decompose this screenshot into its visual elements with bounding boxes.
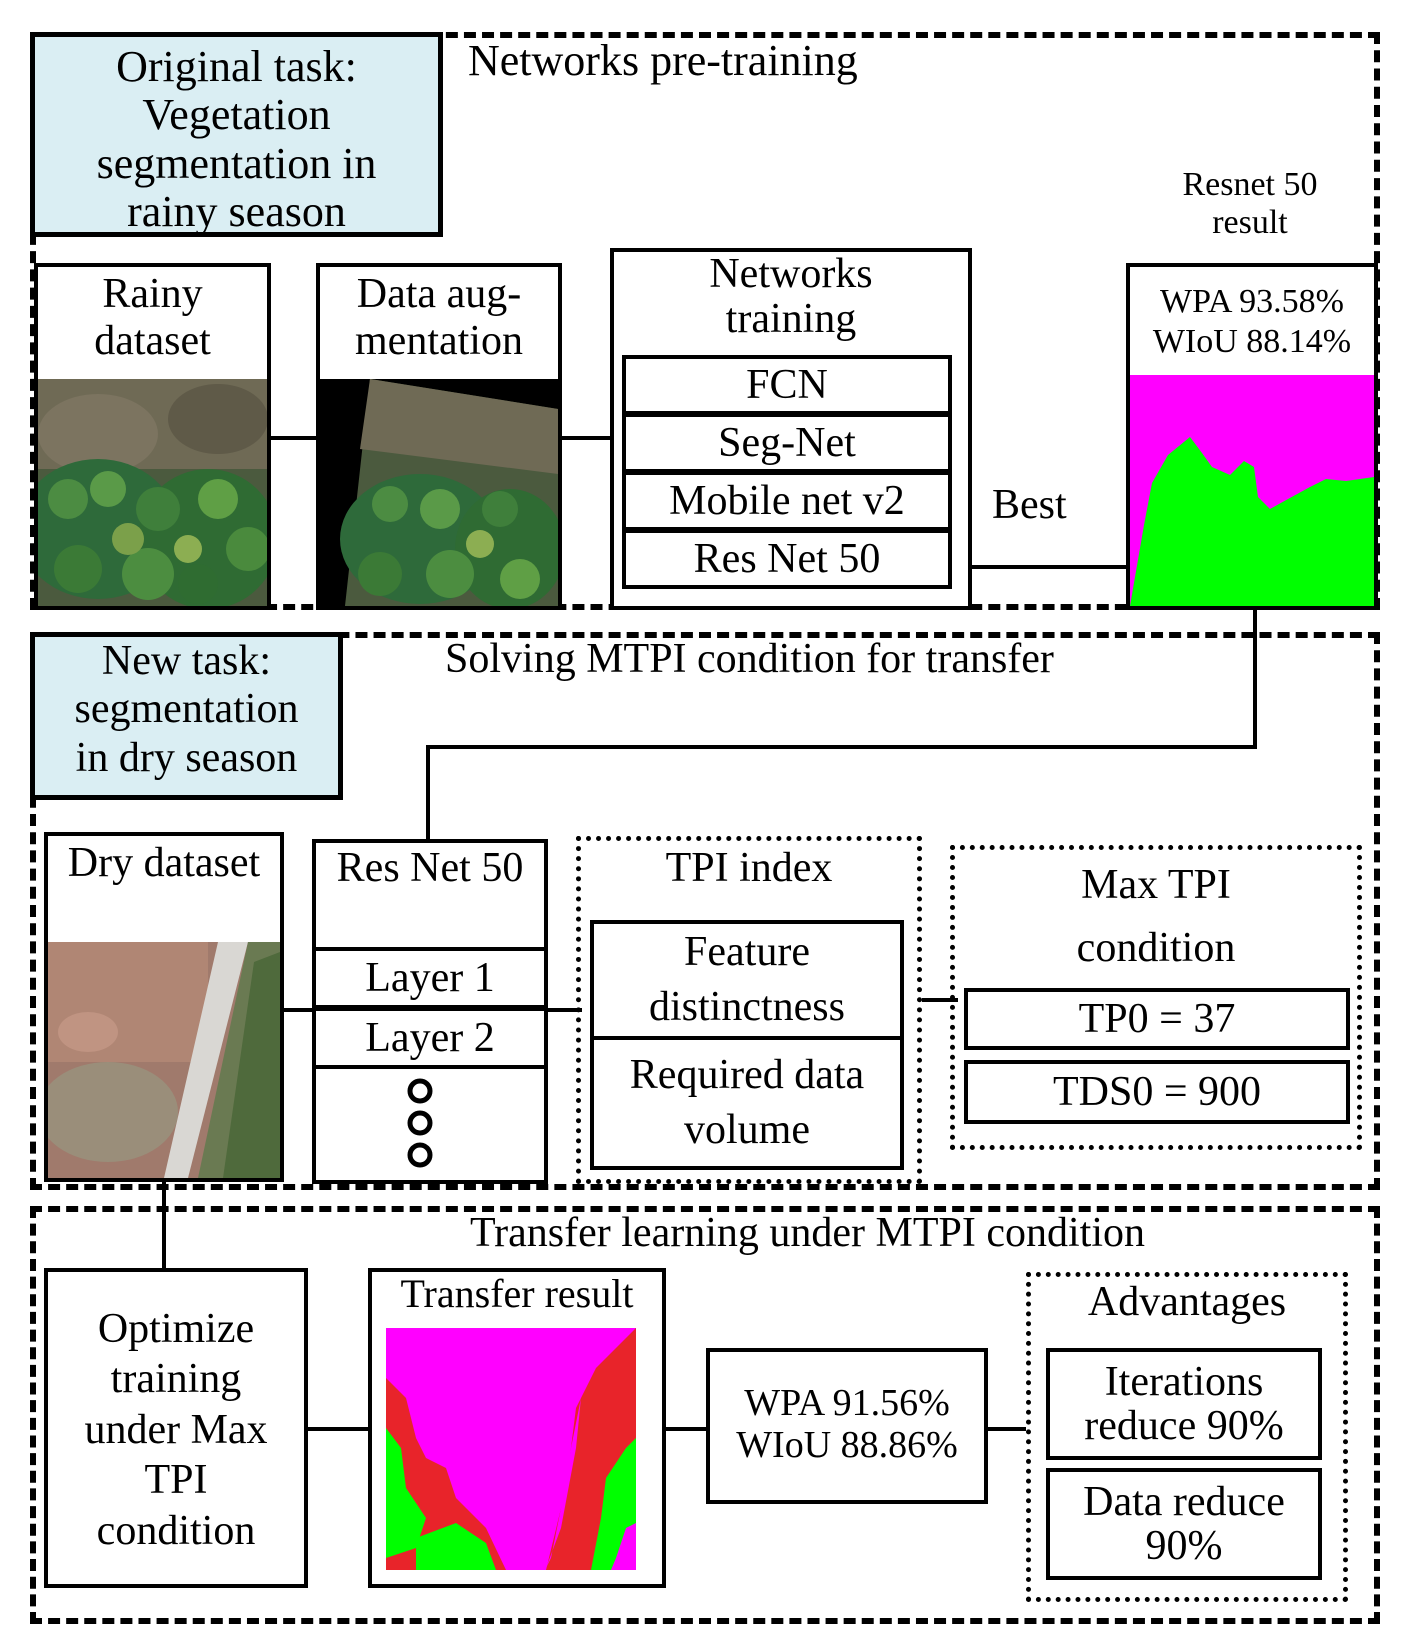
original-task-box: Original task: Vegetation segmentation i… xyxy=(30,32,443,237)
data-augmentation-panel: Data aug- mentation xyxy=(316,263,562,610)
optimize-training-label: Optimize training under Max TPI conditio… xyxy=(84,1306,268,1554)
mtpi-title: Solving MTPI condition for transfer xyxy=(445,636,1054,682)
new-task-box: New task: segmentation in dry season xyxy=(30,632,343,800)
max-tpi-panel: Max TPI condition xyxy=(950,845,1362,1150)
section-transfer-frame xyxy=(30,1206,1380,1624)
more-layers-ellipsis-icon xyxy=(407,1078,433,1168)
connector-dry-to-optimize xyxy=(162,1180,166,1272)
tpi-index-panel: TPI index xyxy=(576,836,922,1184)
transfer-metrics-box: WPA 91.56% WIoU 88.86% xyxy=(706,1348,988,1504)
advantages-title: Advantages xyxy=(1087,1279,1287,1325)
connector-rainy-to-aug xyxy=(270,436,316,440)
advantage-iterations: Iterations reduce 90% xyxy=(1046,1348,1322,1460)
connector-aug-to-training xyxy=(562,436,614,440)
transfer-title: Transfer learning under MTPI condition xyxy=(470,1210,1145,1256)
pretraining-title: Networks pre-training xyxy=(468,36,858,85)
best-label: Best xyxy=(992,482,1067,528)
connector-resnet-to-result xyxy=(952,565,1130,569)
connector-result-down xyxy=(1253,610,1257,748)
connector-optimize-to-result xyxy=(308,1427,368,1431)
max-tpi-title: Max TPI condition xyxy=(1076,862,1236,971)
connector-to-resnet2 xyxy=(426,745,430,842)
layer-2: Layer 2 xyxy=(312,1007,548,1069)
resnet-segmentation-image xyxy=(1130,375,1374,606)
network-segnet: Seg-Net xyxy=(622,413,952,473)
resnet-result-wiou: WIoU 88.14% xyxy=(1152,323,1352,360)
connector-result-across xyxy=(426,745,1257,749)
dry-dataset-label: Dry dataset xyxy=(67,840,261,886)
section-mtpi-frame xyxy=(30,632,1380,1190)
advantages-panel: Advantages xyxy=(1026,1272,1348,1602)
tpi-required-data-volume: Required data volume xyxy=(590,1036,904,1170)
advantage-data: Data reduce 90% xyxy=(1046,1468,1322,1580)
original-task-label: Original task: Vegetation segmentation i… xyxy=(96,42,377,237)
resnet-result-title: Resnet 50 result xyxy=(1182,166,1318,242)
tpi-index-title: TPI index xyxy=(665,845,833,891)
connector-metrics-to-advantages xyxy=(988,1427,1026,1431)
optimize-training-box: Optimize training under Max TPI conditio… xyxy=(44,1268,308,1588)
connector-result-to-metrics xyxy=(666,1427,706,1431)
new-task-label: New task: segmentation in dry season xyxy=(74,638,299,781)
rainy-dataset-label: Rainy dataset xyxy=(94,271,211,365)
connector-tpi-to-max xyxy=(922,998,958,1002)
rainy-dataset-panel: Rainy dataset xyxy=(34,263,271,610)
resnet-result-panel: WPA 93.58% WIoU 88.14% xyxy=(1126,263,1378,610)
rainy-dataset-image xyxy=(38,379,267,606)
layer-1: Layer 1 xyxy=(312,947,548,1009)
transfer-wpa: WPA 91.56% xyxy=(744,1382,950,1424)
transfer-segmentation-image xyxy=(386,1328,636,1570)
network-mobilenet: Mobile net v2 xyxy=(622,471,952,531)
max-tpi-tds0: TDS0 = 900 xyxy=(964,1060,1350,1124)
transfer-wiou: WIoU 88.86% xyxy=(736,1424,958,1466)
transfer-result-panel: Transfer result xyxy=(368,1268,666,1588)
dry-dataset-panel: Dry dataset xyxy=(44,832,284,1182)
network-resnet50: Res Net 50 xyxy=(622,529,952,589)
data-augmentation-label: Data aug- mentation xyxy=(355,271,523,365)
max-tpi-tp0: TP0 = 37 xyxy=(964,988,1350,1050)
dry-dataset-image xyxy=(48,942,280,1178)
transfer-result-title: Transfer result xyxy=(400,1271,634,1316)
tpi-feature-distinctness: Feature distinctness xyxy=(590,920,904,1040)
resnet-layers-title: Res Net 50 xyxy=(336,845,524,891)
resnet-result-wpa: WPA 93.58% xyxy=(1160,283,1344,320)
augmented-image xyxy=(320,379,558,606)
network-fcn: FCN xyxy=(622,355,952,415)
networks-training-label: Networks training xyxy=(709,251,873,343)
